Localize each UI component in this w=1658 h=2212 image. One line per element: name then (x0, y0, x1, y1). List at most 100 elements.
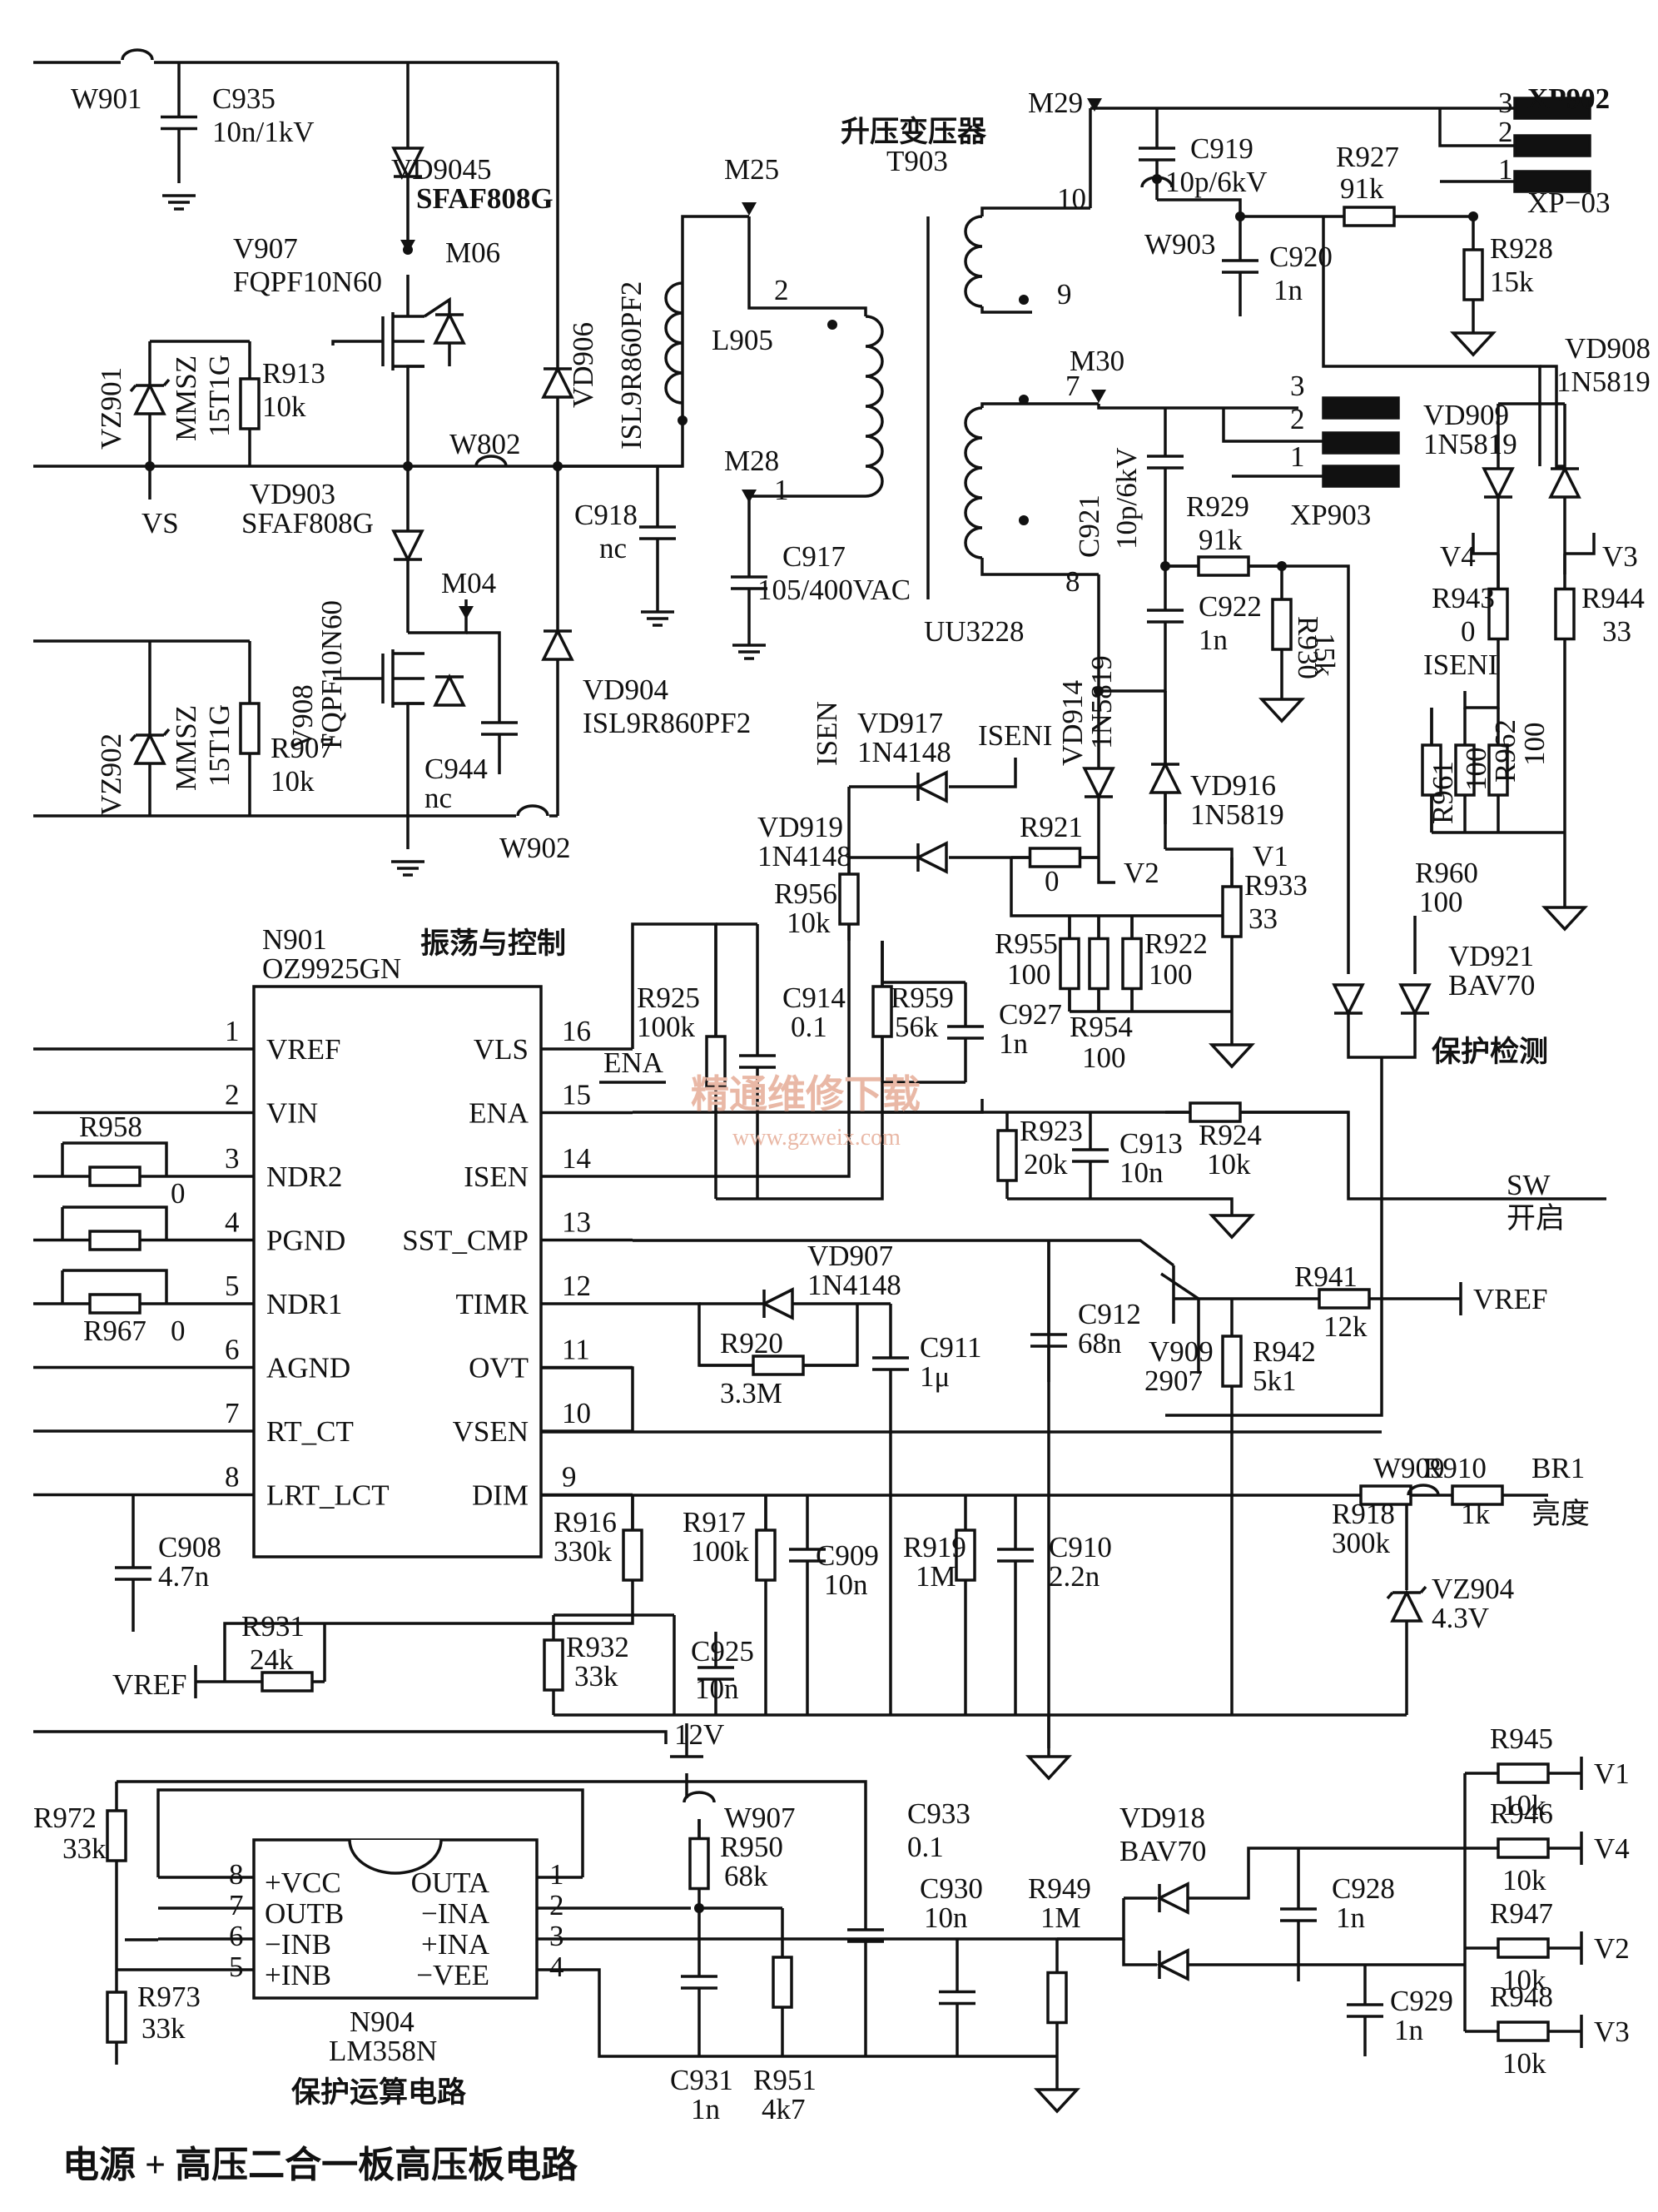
wire (1322, 216, 1541, 466)
ground-triangle (1258, 698, 1305, 723)
resistor (1343, 206, 1396, 227)
wire (129, 384, 137, 393)
ic2-pin-name: −VEE (416, 1959, 489, 1991)
wire (62, 1269, 168, 1304)
label-c913: C913 (1119, 1127, 1183, 1160)
ic1-pin-num: 3 (225, 1142, 240, 1175)
wire (62, 1205, 168, 1240)
net-v4-a: V4 (1440, 540, 1476, 573)
label-vz904v: 4.3V (1432, 1602, 1489, 1634)
label-vd907: VD907 (807, 1240, 893, 1272)
resistor (1451, 1484, 1504, 1506)
br-cn-label: 亮度 (1531, 1498, 1590, 1530)
coil-winding (964, 406, 983, 559)
ic2-pin-name: −INA (421, 1897, 490, 1930)
wire (980, 558, 1099, 576)
connector-pin (1322, 465, 1400, 488)
wire (1157, 198, 1323, 218)
resistor (1497, 1837, 1550, 1859)
junction-dot (1019, 515, 1029, 525)
wire (1472, 533, 1498, 555)
jumper (474, 455, 508, 467)
label-w901: W901 (71, 82, 142, 115)
label-c930: C930 (920, 1872, 983, 1905)
label-xp902-pin3: 3 (1498, 87, 1513, 119)
wire (1165, 848, 1234, 857)
label-r917v: 100k (691, 1535, 750, 1568)
resistor (1189, 1101, 1242, 1123)
transformer-core: UU3228 (924, 615, 1025, 648)
diode (133, 382, 166, 415)
label-xp902-pin2: 2 (1498, 116, 1513, 148)
label-c925: C925 (691, 1635, 754, 1668)
label-vz904: VZ904 (1432, 1573, 1514, 1605)
label-c920v: 1n (1273, 274, 1303, 306)
ic1-pin-name: AGND (266, 1352, 350, 1384)
label-vd914v: 1N5819 (1085, 655, 1118, 749)
resistor (871, 985, 893, 1038)
label-r918v: 300k (1332, 1527, 1391, 1559)
components (88, 48, 1591, 2114)
label-r951v: 4k7 (762, 2093, 806, 2125)
label-c909v: 10n (824, 1568, 868, 1601)
label-r959v: 56k (895, 1011, 939, 1043)
label-c918: C918 (574, 499, 638, 531)
junction-dot (1468, 211, 1478, 221)
junction-dot (1094, 686, 1104, 696)
wire (1097, 404, 1298, 410)
label-c930v: 10n (924, 1901, 968, 1934)
label-r932v: 33k (574, 1660, 618, 1693)
label-vd904: VD904 (583, 674, 668, 706)
net-ena: ENA (603, 1046, 664, 1079)
ic2-pin-name: OUTB (265, 1897, 344, 1930)
ic1-pin-num: 16 (562, 1015, 591, 1047)
junction-dot (1160, 561, 1170, 571)
ic1-pin-num: 11 (562, 1334, 590, 1366)
label-r919: R919 (903, 1531, 966, 1563)
resistor (1197, 555, 1250, 577)
label-r962v: 100 (1518, 723, 1551, 767)
label-mmsz1b: 15T1G (203, 355, 236, 437)
figure-caption: 电源 + 高压二合一板高压板电路 (62, 2145, 578, 2185)
watermark-title: 精通维修下载 (691, 1073, 921, 1116)
label-xp903: XP903 (1290, 499, 1371, 531)
diode (1332, 983, 1365, 1017)
net-v2-a: V2 (1124, 857, 1159, 889)
wire (62, 1141, 168, 1176)
wire (541, 1366, 634, 1432)
net-vref-b: VREF (112, 1668, 186, 1701)
label-c935v: 10n/1kV (212, 116, 315, 148)
connector-pin (1513, 97, 1591, 120)
resistor (1046, 1971, 1068, 2025)
ground-triangle (1025, 1755, 1072, 1781)
label-c908v: 4.7n (158, 1560, 209, 1593)
label-r942v: 5k1 (1253, 1364, 1297, 1397)
label-v908v: FQPF10N60 (315, 600, 348, 749)
label-r919v: 1M (916, 1560, 956, 1593)
test-point-m04: M04 (441, 567, 496, 599)
wire (162, 378, 171, 387)
label-r956v: 10k (787, 907, 831, 939)
label-vd916: VD916 (1190, 769, 1276, 802)
ic2-pin-num: 1 (549, 1858, 564, 1891)
label-r930v: 15k (1308, 633, 1341, 677)
wire (633, 941, 851, 1178)
label-vd918v: BAV70 (1119, 1835, 1206, 1867)
label-mmsz2: MMSZ (170, 705, 202, 791)
wire (1540, 365, 1565, 468)
label-r943: R943 (1432, 582, 1495, 614)
ic1-pin-name: ISEN (464, 1161, 529, 1193)
resistor (1121, 937, 1143, 991)
ic1-pin-name: SST_CMP (402, 1225, 529, 1257)
label-r948v: 10k (1502, 2047, 1546, 2080)
net-v2-b: V2 (1594, 1932, 1630, 1965)
ic1-pin-num: 10 (562, 1397, 591, 1429)
label-c933: C933 (907, 1797, 970, 1830)
label-c922: C922 (1199, 590, 1262, 623)
label-r947v: 10k (1502, 1964, 1546, 1996)
label-mmsz2b: 15T1G (203, 704, 236, 787)
resistor (772, 1956, 793, 2009)
ic2-notch (348, 1839, 443, 1875)
